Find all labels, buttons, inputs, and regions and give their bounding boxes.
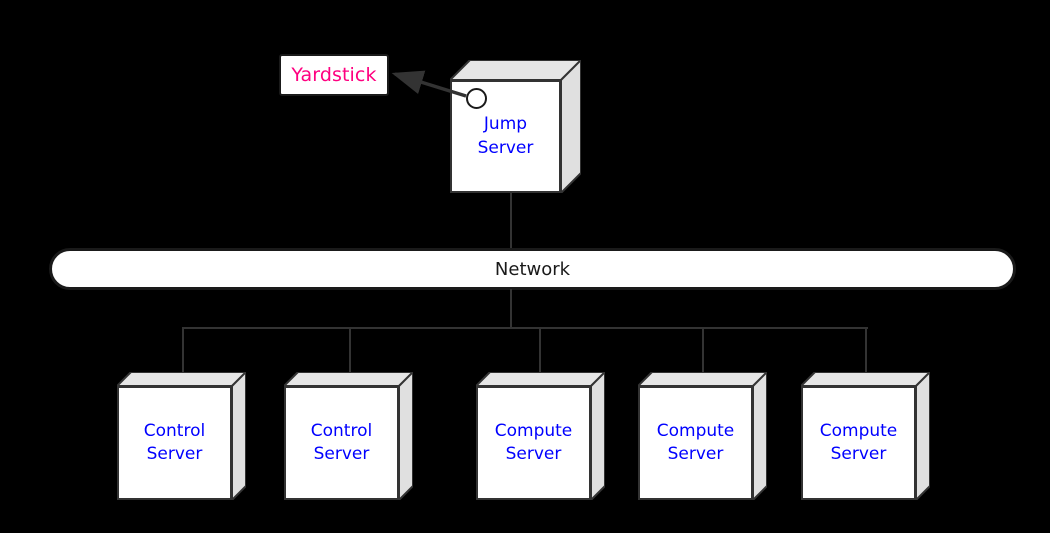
drop-line-compute-server-3 — [865, 327, 867, 386]
distribution-bus-line — [183, 327, 868, 329]
trunk-line-network-to-bus — [510, 289, 512, 328]
drop-line-control-server-1 — [182, 327, 184, 386]
yardstick-label-box[interactable]: Yardstick — [279, 54, 389, 96]
control-server-1-top-face — [117, 372, 246, 500]
control-server-2-top-face — [284, 372, 413, 500]
drop-line-control-server-2 — [349, 327, 351, 386]
compute-server-3-top-face — [801, 372, 930, 500]
network-bar[interactable]: Network — [49, 248, 1016, 290]
lollipop-interface-icon[interactable] — [466, 88, 487, 109]
network-label: Network — [494, 258, 571, 280]
drop-line-compute-server-2 — [702, 327, 704, 386]
trunk-line-jump-to-network — [510, 193, 512, 249]
jump-server-top-face — [450, 60, 581, 193]
yardstick-label-text: Yardstick — [291, 64, 377, 86]
drop-line-compute-server-1 — [539, 327, 541, 386]
